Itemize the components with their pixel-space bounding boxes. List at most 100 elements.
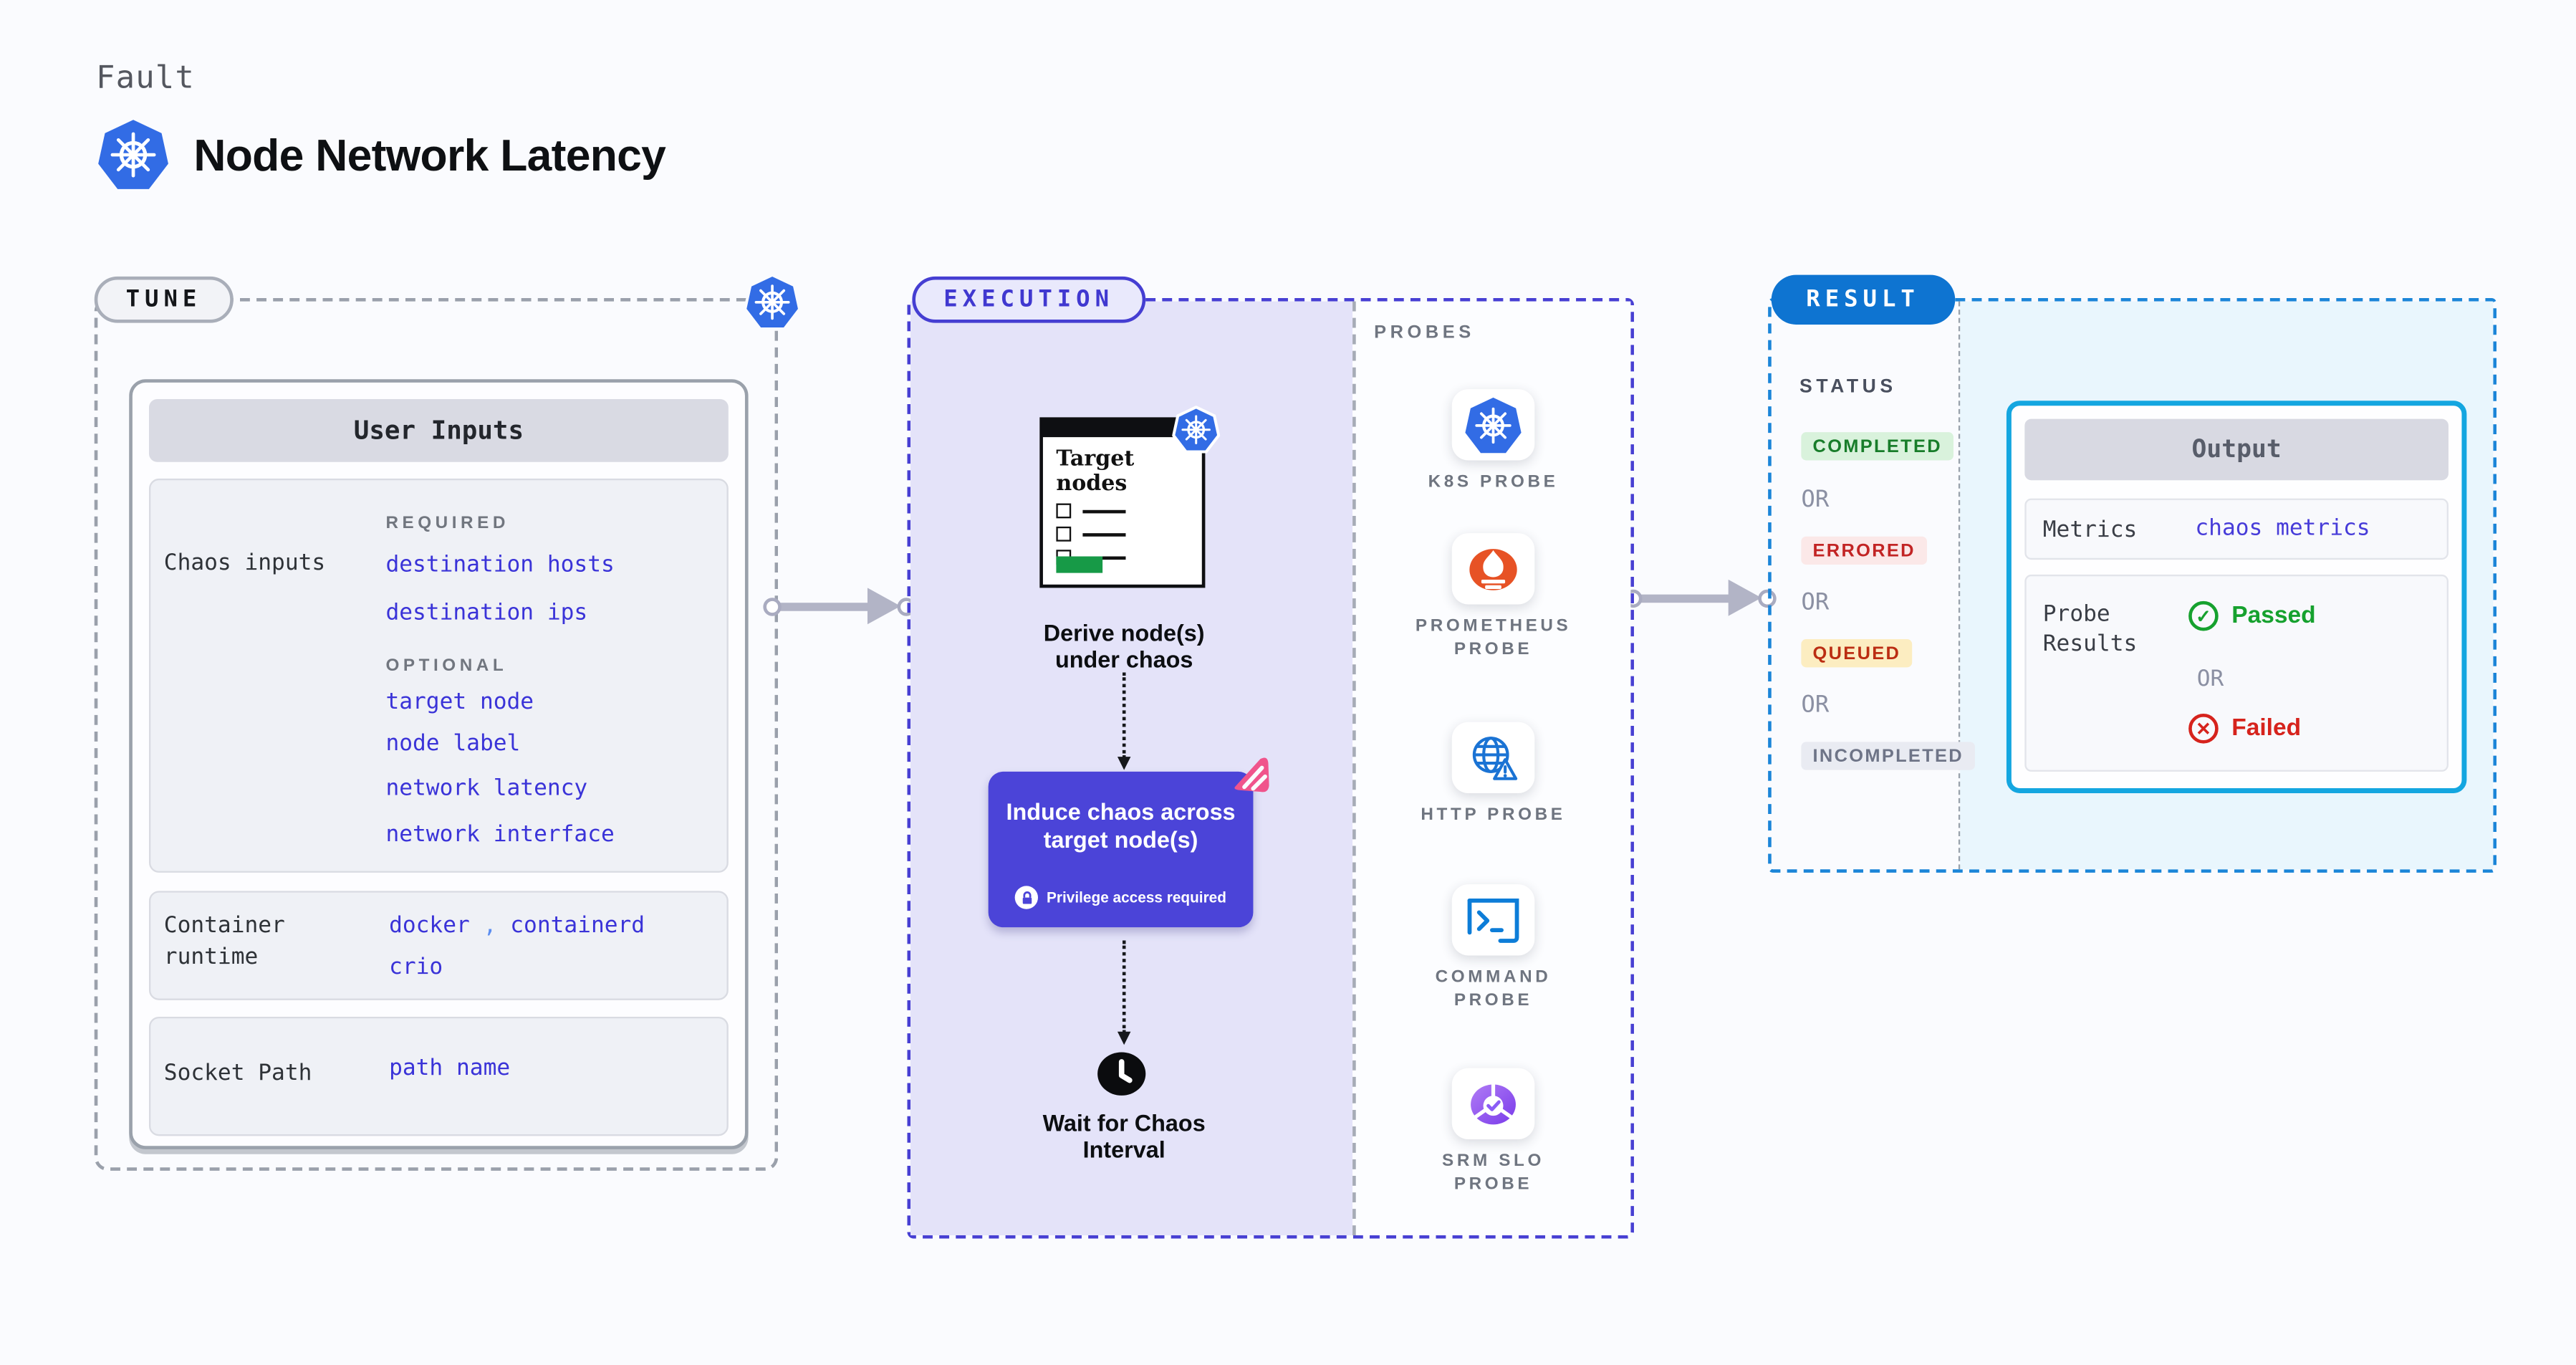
status-separator: [1958, 301, 1961, 870]
checkbox-icon: [1056, 503, 1072, 519]
var-path-name: path name: [389, 1055, 511, 1082]
list-line: [1082, 532, 1126, 536]
clock-icon: [1097, 1052, 1146, 1096]
target-nodes-title: Target nodes: [1056, 446, 1135, 497]
chaos-inputs-label: Chaos inputs: [163, 550, 326, 577]
metrics-value: chaos metrics: [2195, 514, 2370, 542]
flow-connector: [1117, 940, 1131, 1045]
probe-label: COMMAND PROBE: [1435, 967, 1552, 1010]
probe-k8s: K8S PROBE: [1356, 389, 1631, 494]
status-label: STATUS: [1799, 377, 1897, 398]
arrow-shaft: [1638, 593, 1735, 603]
var-containerd: containerd: [510, 912, 645, 939]
list-line: [1082, 509, 1126, 513]
passed-result: ✓ Passed: [2188, 600, 2316, 631]
litmus-chaos-icon: [1234, 757, 1269, 792]
http-globe-icon: [1472, 735, 1518, 780]
user-inputs-card: User Inputs Chaos inputs REQUIRED destin…: [129, 379, 749, 1149]
probe-command: COMMAND PROBE: [1356, 884, 1631, 1012]
separator: ,: [483, 912, 497, 939]
or-label: OR: [2196, 666, 2224, 692]
connector-dot: [1758, 588, 1777, 607]
progress-bar: [1056, 556, 1103, 573]
execution-to-result-arrow: [1624, 579, 1778, 616]
result-section: RESULT STATUS COMPLETED OR ERRORED OR QU…: [1768, 274, 2496, 873]
checkbox-icon: [1056, 526, 1072, 542]
output-card: Output Metrics chaos metrics Probe Resul…: [2006, 401, 2467, 793]
probe-card: [1451, 722, 1535, 793]
or-label: OR: [1801, 589, 1830, 616]
optional-label: OPTIONAL: [385, 656, 508, 676]
probe-srm-slo: SRM SLO PROBE: [1356, 1068, 1631, 1196]
target-nodes-window: Target nodes: [1039, 406, 1221, 588]
required-label: REQUIRED: [385, 513, 509, 534]
probe-label: HTTP PROBE: [1421, 805, 1566, 825]
status-badge-queued: QUEUED: [1801, 639, 1913, 668]
check-circle-icon: ✓: [2188, 600, 2219, 631]
or-label: OR: [1801, 691, 1830, 719]
execution-section: EXECUTION Target nodes Derive node(s) un: [907, 276, 1634, 1239]
result-badge: RESULT: [1771, 274, 1955, 325]
chaos-inputs-section: Chaos inputs REQUIRED destination hosts …: [148, 478, 729, 873]
output-header: Output: [2024, 418, 2448, 481]
lock-icon: [1015, 886, 1039, 909]
var-target-node: target node: [385, 689, 534, 716]
probe-prometheus: PROMETHEUS PROBE: [1356, 533, 1631, 661]
probe-results-row: Probe Results ✓ Passed OR ✕ Failed: [2024, 574, 2448, 772]
x-circle-icon: ✕: [2188, 714, 2219, 744]
failed-result: ✕ Failed: [2188, 714, 2301, 744]
tune-to-execution-arrow: [763, 588, 917, 625]
wait-chaos-interval-label: Wait for Chaos Interval: [1042, 1109, 1206, 1163]
prometheus-icon: [1469, 548, 1517, 590]
list-line: [1082, 555, 1126, 559]
connector-dot: [763, 597, 782, 616]
kubernetes-icon: [743, 273, 802, 330]
status-badge-completed: COMPLETED: [1801, 432, 1954, 461]
status-badge-errored: ERRORED: [1801, 536, 1928, 565]
execution-badge: EXECUTION: [912, 276, 1145, 323]
arrow-shaft: [778, 602, 875, 610]
socket-path-section: Socket Path path name: [148, 1016, 729, 1136]
flow-connector: [1117, 672, 1131, 770]
kubernetes-icon: [1172, 406, 1221, 454]
status-badge-incompleted: INCOMPLETED: [1801, 742, 1976, 770]
probe-label: K8S PROBE: [1428, 471, 1559, 492]
kubernetes-icon: [98, 120, 168, 189]
privilege-note-text: Privilege access required: [1047, 889, 1226, 906]
socket-path-label: Socket Path: [163, 1060, 312, 1087]
probe-card: [1451, 389, 1535, 461]
probe-label: PROMETHEUS PROBE: [1415, 616, 1572, 658]
page-title: Node Network Latency: [193, 130, 666, 181]
var-docker-containerd: docker , containerd: [389, 911, 645, 941]
induce-chaos-step: Induce chaos across target node(s) Privi…: [988, 757, 1269, 928]
tune-section: TUNE User Inputs Chaos inputs REQUIRED d…: [94, 273, 802, 1171]
tune-badge: TUNE: [94, 276, 234, 323]
metrics-label: Metrics: [2042, 517, 2138, 544]
terminal-icon: [1467, 897, 1519, 942]
probe-http: HTTP PROBE: [1356, 722, 1631, 828]
metrics-row: Metrics chaos metrics: [2024, 498, 2448, 560]
probes-panel: PROBES K8S PROBE: [1352, 301, 1631, 1236]
probes-panel-label: PROBES: [1374, 322, 1475, 343]
fault-eyebrow: Fault: [96, 59, 196, 97]
privilege-note: Privilege access required: [989, 886, 1254, 909]
probe-results-label: Probe Results: [2042, 600, 2138, 658]
induce-chaos-label: Induce chaos across target node(s): [1006, 798, 1236, 853]
derive-nodes-label: Derive node(s) under chaos: [1043, 619, 1205, 673]
user-inputs-header: User Inputs: [148, 398, 729, 462]
container-runtime-section: Container runtime docker , containerd cr…: [148, 891, 729, 1000]
probe-card: [1451, 533, 1535, 605]
arrow-head: [867, 588, 901, 625]
srm-slo-icon: [1471, 1081, 1516, 1124]
var-node-label: node label: [385, 730, 521, 757]
failed-label: Failed: [2231, 715, 2302, 742]
container-runtime-label: Container runtime: [163, 912, 285, 971]
var-crio: crio: [389, 954, 443, 981]
var-network-latency: network latency: [385, 775, 588, 802]
kubernetes-icon: [1465, 396, 1522, 453]
or-label: OR: [1801, 487, 1830, 514]
var-destination-ips: destination ips: [385, 599, 588, 626]
arrow-head: [1728, 579, 1762, 616]
probe-card: [1451, 884, 1535, 956]
passed-label: Passed: [2231, 603, 2316, 630]
